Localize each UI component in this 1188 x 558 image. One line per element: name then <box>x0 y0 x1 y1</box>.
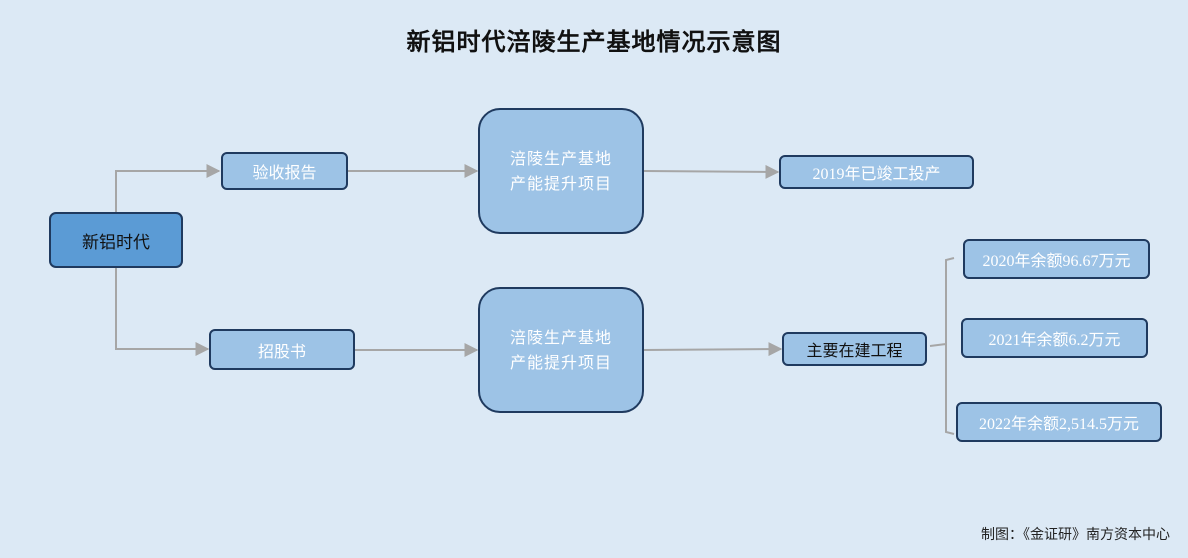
connector-root-to-prospectus <box>115 268 210 356</box>
under-construction-node: 主要在建工程 <box>782 332 927 366</box>
balance-2021-node: 2021年余额6.2万元 <box>961 318 1148 358</box>
acceptance-report-node: 验收报告 <box>221 152 348 190</box>
connector-project-to-completed <box>643 164 780 179</box>
capacity-project-node-top: 涪陵生产基地产能提升项目 <box>478 108 644 234</box>
bracket-balances <box>929 257 955 435</box>
completed-2019-node: 2019年已竣工投产 <box>779 155 974 189</box>
connector-project-to-construction <box>643 342 783 357</box>
balance-2020-node: 2020年余额96.67万元 <box>963 239 1150 279</box>
balance-2022-node: 2022年余额2,514.5万元 <box>956 402 1162 442</box>
connector-root-to-report <box>115 164 221 212</box>
root-node-xinlv-shidai: 新铝时代 <box>49 212 183 268</box>
source-credit: 制图：《金证研》南方资本中心 <box>981 527 1170 543</box>
diagram-title: 新铝时代涪陵生产基地情况示意图 <box>406 28 782 56</box>
capacity-project-node-bottom: 涪陵生产基地产能提升项目 <box>478 287 644 413</box>
prospectus-node: 招股书 <box>209 329 355 370</box>
